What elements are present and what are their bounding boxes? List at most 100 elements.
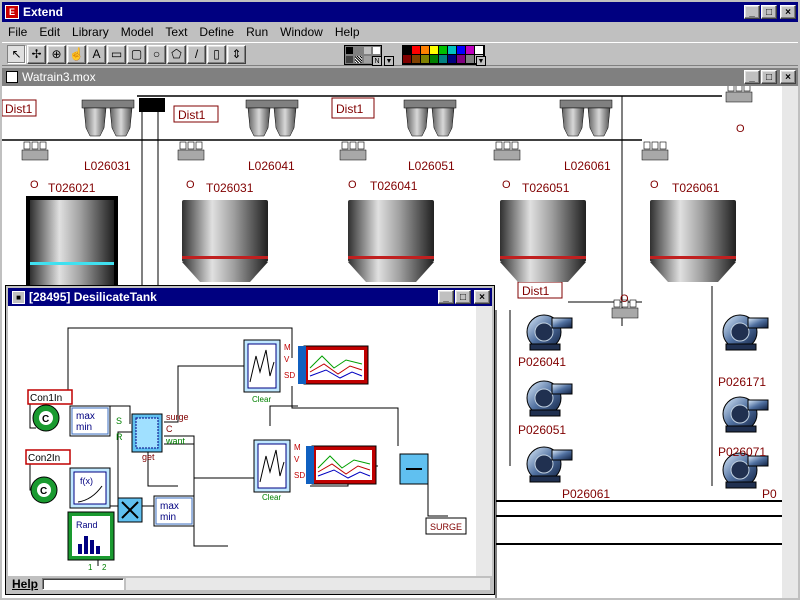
menu-define[interactable]: Define (199, 25, 235, 39)
model-minimize-button[interactable]: _ (744, 70, 760, 84)
app-titlebar[interactable]: E Extend _ □ × (2, 2, 798, 22)
color-palette[interactable] (402, 45, 485, 65)
hopper[interactable] (245, 99, 299, 137)
line-icon[interactable]: / (187, 44, 206, 64)
model-window-icon[interactable] (6, 71, 18, 83)
desilicate-window-icon[interactable]: ■ (12, 290, 25, 304)
hand-icon[interactable]: ☝ (67, 44, 86, 64)
hopper[interactable] (81, 99, 135, 137)
selector-block[interactable] (139, 98, 165, 112)
rounded-rect-icon[interactable]: ▢ (127, 44, 146, 64)
desilicate-window-titlebar[interactable]: ■ [28495] DesilicateTank _ □ × (8, 288, 492, 306)
pointer-icon[interactable]: ↖ (7, 44, 26, 64)
color-swatch[interactable] (412, 46, 421, 55)
menu-window[interactable]: Window (280, 25, 323, 39)
color-swatch[interactable] (403, 55, 412, 64)
desilicate-minimize-button[interactable]: _ (438, 290, 454, 304)
menu-help[interactable]: Help (334, 25, 360, 39)
constant-block[interactable]: C (32, 404, 60, 432)
desilicate-maximize-button[interactable]: □ (455, 290, 471, 304)
desilicate-canvas[interactable]: Con1In Con2In C C max min (8, 306, 478, 578)
queue-block[interactable] (641, 141, 669, 161)
model-vertical-scrollbar[interactable] (782, 86, 798, 598)
input-label[interactable]: Con2In (28, 453, 60, 464)
color-swatch[interactable] (466, 55, 475, 64)
function-block[interactable]: f(x) (69, 467, 111, 509)
pump[interactable] (526, 380, 573, 417)
close-button[interactable]: × (780, 5, 796, 19)
pump[interactable] (526, 446, 573, 483)
dist-label[interactable]: Dist1 (522, 284, 550, 298)
color-swatch[interactable] (430, 46, 439, 55)
clone-icon[interactable]: ⊕ (47, 44, 66, 64)
color-swatch[interactable] (448, 46, 457, 55)
menu-edit[interactable]: Edit (39, 25, 61, 39)
text-icon[interactable]: A (87, 44, 106, 64)
color-swatch[interactable] (475, 46, 484, 55)
stats-block[interactable]: M V SD Clear (243, 339, 295, 404)
color-swatch[interactable] (403, 46, 412, 55)
color-swatch[interactable] (457, 46, 466, 55)
help-field[interactable] (42, 578, 125, 590)
minimize-button[interactable]: _ (744, 5, 760, 19)
plotter-block[interactable] (306, 445, 377, 485)
model-close-button[interactable]: × (780, 70, 796, 84)
color-swatch[interactable] (448, 55, 457, 64)
queue-block[interactable] (21, 141, 49, 161)
model-window-titlebar[interactable]: Watrain3.mox _ □ × (2, 68, 798, 86)
menu-library[interactable]: Library (72, 25, 109, 39)
tank[interactable] (650, 200, 736, 282)
rectangle-icon[interactable]: ▭ (107, 44, 126, 64)
model-maximize-button[interactable]: □ (761, 70, 777, 84)
hopper[interactable] (559, 99, 613, 137)
dist-label[interactable]: Dist1 (336, 102, 364, 116)
tank[interactable] (348, 200, 434, 282)
dist-label[interactable]: Dist1 (5, 102, 33, 116)
zoom-icon[interactable]: ⇕ (227, 44, 246, 64)
maximize-button[interactable]: □ (761, 5, 777, 19)
color-swatch[interactable] (439, 46, 448, 55)
color-swatch[interactable] (421, 55, 430, 64)
hopper[interactable] (403, 99, 457, 137)
subtract-block[interactable] (399, 453, 429, 485)
pump[interactable] (526, 314, 573, 351)
maxmin-block[interactable]: max min (69, 405, 111, 437)
color-swatch[interactable] (430, 55, 439, 64)
tank-block[interactable]: surge C want S R get (116, 412, 189, 462)
pump[interactable] (722, 314, 769, 351)
queue-block[interactable] (725, 86, 753, 103)
color-swatch[interactable] (466, 46, 475, 55)
random-block[interactable]: Rand 1 2 (67, 511, 115, 572)
model-canvas[interactable]: Dist1 Dist1 Dist1 Dist1 L026031 L026041 (2, 86, 782, 598)
tank[interactable] (500, 200, 586, 282)
tank[interactable] (182, 200, 268, 282)
pattern-dropdown[interactable]: N (372, 56, 382, 66)
constant-block[interactable]: C (30, 476, 58, 504)
connect-pointer-icon[interactable]: ✢ (27, 44, 46, 64)
menu-file[interactable]: File (8, 25, 28, 39)
queue-block[interactable] (177, 141, 205, 161)
desilicate-horizontal-scrollbar[interactable] (126, 578, 490, 590)
app-icon[interactable]: E (5, 5, 19, 19)
color-swatch[interactable] (412, 55, 421, 64)
color-dropdown-arrow-icon[interactable]: ▼ (476, 56, 486, 66)
multiply-block[interactable] (117, 497, 143, 523)
tank-t026021[interactable] (26, 196, 118, 294)
menu-model[interactable]: Model (120, 25, 154, 39)
plotter-block[interactable] (298, 345, 369, 385)
menu-run[interactable]: Run (246, 25, 269, 39)
polygon-icon[interactable]: ⬠ (167, 44, 186, 64)
help-button[interactable]: Help (12, 577, 39, 591)
desilicate-vertical-scrollbar[interactable] (476, 306, 492, 578)
color-swatch[interactable] (457, 55, 466, 64)
pattern-dropdown-arrow-icon[interactable]: ▼ (384, 56, 394, 66)
maxmin-block[interactable]: max min (153, 495, 195, 527)
dist-label[interactable]: Dist1 (178, 108, 206, 122)
color-swatch[interactable] (421, 46, 430, 55)
eraser-icon[interactable]: ▯ (207, 44, 226, 64)
oval-icon[interactable]: ○ (147, 44, 166, 64)
surge-block[interactable]: SURGE (425, 517, 467, 535)
input-label[interactable]: Con1In (30, 393, 62, 404)
queue-block[interactable] (339, 141, 367, 161)
pump[interactable] (722, 396, 769, 433)
